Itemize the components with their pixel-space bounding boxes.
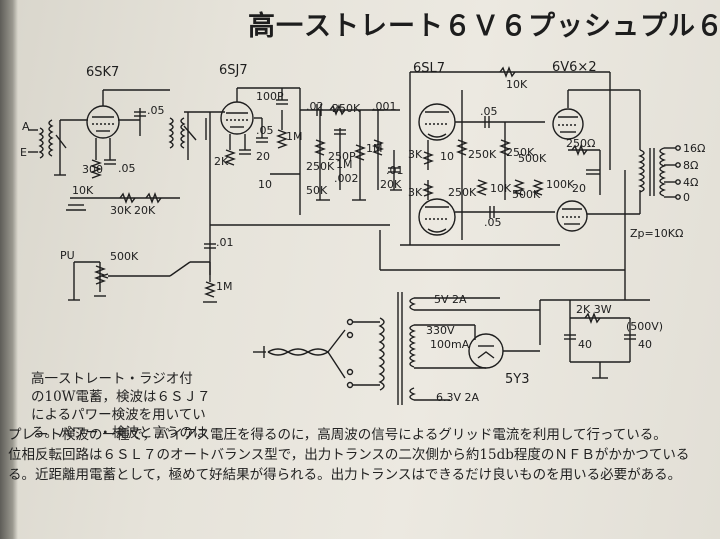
label-r500k-o2: 500K <box>512 188 541 201</box>
phase-inverter-wiring <box>400 66 610 246</box>
rf-transformer <box>168 111 225 160</box>
caption-line: る。近距離用電蓄として，極めて好結果が得られる。出力トランスはできるだけ良いもの… <box>8 467 682 483</box>
caption-line: 高一ストレート・ラジオ付 <box>31 371 193 387</box>
caption-line: 位相反転回路は６ＳＬ７のオートバランス型で，出力トランスの二次側から約15db程… <box>8 447 690 463</box>
label-c05b: .05 <box>118 162 136 175</box>
label-r1m-det: 1M <box>286 130 303 143</box>
tube-6sk7 <box>86 105 120 139</box>
label-r250k-pi1: 250K <box>468 148 497 161</box>
label-r20k-b: 20K <box>380 178 402 191</box>
label-6sj7: 6SJ7 <box>219 63 248 78</box>
label-6v6x2: 6V6×2 <box>552 60 597 75</box>
terminal-pu: PU <box>60 249 75 262</box>
terminal-e: E <box>20 146 27 159</box>
tube-5y3 <box>468 333 504 369</box>
tube-6sl7-bottom <box>418 198 456 236</box>
output-stage-wiring <box>379 72 641 300</box>
label-6sl7: 6SL7 <box>413 61 445 76</box>
label-r1m-b: 1M <box>366 142 383 155</box>
label-c001: .001 <box>372 100 397 113</box>
label-pt-63v: 6.3V 2A <box>436 391 480 404</box>
terminal-4ohm: 4Ω <box>683 176 698 189</box>
label-c40b: 40 <box>638 338 652 351</box>
caption-line: によるパワー検波を用いてい <box>31 407 206 423</box>
label-r100k: 100K <box>546 178 575 191</box>
label-c10: 10 <box>440 150 454 163</box>
rf-stage-wiring <box>66 89 180 211</box>
label-c20-cath: 20 <box>572 182 586 195</box>
label-r250k-b: 250K <box>306 160 335 173</box>
label-500v: (500V) <box>626 320 663 333</box>
label-r10k-pi: 10K <box>490 182 512 195</box>
label-6sk7: 6SK7 <box>86 65 119 80</box>
caption-line: る。パワー・検波と言うのは <box>31 425 207 441</box>
label-r10k-fb: 10K <box>506 78 528 91</box>
label-c05-pi1: .05 <box>480 105 498 118</box>
label-r250-cath: 250Ω <box>566 137 595 150</box>
label-pt-100ma: 100mA <box>430 338 470 351</box>
label-r250k-pi2: 250K <box>448 186 477 199</box>
label-r3k-a: 3K <box>408 148 423 161</box>
label-c05c: .05 <box>256 124 274 137</box>
terminal-a: A <box>22 120 30 133</box>
label-5y3: 5Y3 <box>505 372 529 387</box>
label-r2k3w: 2K 3W <box>576 303 612 316</box>
tube-6v6-bottom <box>556 200 588 232</box>
output-transformer <box>638 145 681 200</box>
page-gutter-shadow <box>0 0 18 539</box>
label-c002: .002 <box>334 172 359 185</box>
label-r1m-c: 1M <box>336 158 353 171</box>
tube-6sl7-top <box>418 103 456 141</box>
label-r10-det: 10 <box>258 178 272 191</box>
label-r1m-pu: 1M <box>216 280 233 293</box>
label-c20: 20 <box>256 150 270 163</box>
label-c02: .02 <box>306 100 324 113</box>
power-supply <box>253 292 650 405</box>
label-r10k-rf: 10K <box>72 184 94 197</box>
caption-body: プレート検波の一種で，バイアス電圧を得るのに，高周波の信号によるグリッド電流を利… <box>8 425 689 485</box>
label-r20k: 20K <box>134 204 156 217</box>
label-c40a: 40 <box>578 338 592 351</box>
terminal-0: 0 <box>683 191 690 204</box>
label-pt-330v: 330V <box>426 324 455 337</box>
terminal-16ohm: 16Ω <box>683 142 705 155</box>
label-r500k-o1: 500K <box>518 152 547 165</box>
antenna-coil <box>28 119 88 176</box>
label-r3k-b: 3K <box>408 186 423 199</box>
caption-line: の10W電蓄，検波は６ＳＪ７ <box>31 389 211 405</box>
label-r50k: 50K <box>306 184 328 197</box>
label-r30k: 30K <box>110 204 132 217</box>
tube-6sj7 <box>220 101 254 135</box>
label-zp: Zp=10KΩ <box>630 227 683 240</box>
label-c05a: .05 <box>147 104 165 117</box>
label-c250p: 250P <box>328 150 356 163</box>
label-c100p: 100P <box>256 90 284 103</box>
coupling-network <box>300 104 402 201</box>
label-r250k-out: 250K <box>506 146 535 159</box>
pickup-input <box>68 243 217 303</box>
label-pt-5v: 5V 2A <box>434 293 467 306</box>
caption-left-column: 高一ストレート・ラジオ付 の10W電蓄，検波は６ＳＪ７ によるパワー検波を用いて… <box>31 370 211 442</box>
label-c01-pu: .01 <box>216 236 234 249</box>
page-title: 高一ストレート６Ｖ６プッシュプル６球電 <box>248 11 720 42</box>
terminal-8ohm: 8Ω <box>683 159 698 172</box>
label-r300: 300 <box>82 163 103 176</box>
label-c05-pi2: .05 <box>484 216 502 229</box>
label-r2k: 2K <box>214 155 229 168</box>
caption-line: プレート検波の一種で，バイアス電圧を得るのに，高周波の信号によるグリッド電流を利… <box>8 427 667 443</box>
label-r250k-a: 250K <box>332 102 361 115</box>
tube-6v6-top <box>552 108 584 140</box>
label-r500k-pu: 500K <box>110 250 139 263</box>
label-c01-b: .01 <box>386 164 404 177</box>
detector-wiring <box>209 87 390 275</box>
